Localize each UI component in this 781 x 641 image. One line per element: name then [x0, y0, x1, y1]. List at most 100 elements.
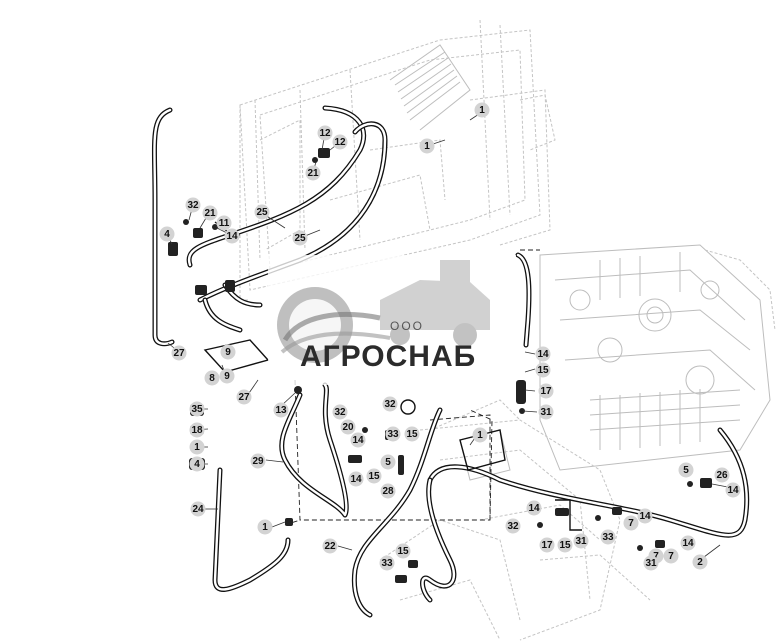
callout-35: 35 [189, 401, 205, 417]
bolt-5-right [687, 481, 693, 487]
callout-31: 31 [538, 404, 554, 420]
callout-number: 14 [639, 511, 651, 522]
fitting-hose-end-b [225, 280, 235, 292]
callout-number: 15 [368, 471, 380, 482]
hose-29 [279, 382, 349, 518]
callout-33: 33 [385, 426, 401, 442]
callout-number: 7 [628, 518, 634, 529]
clamp-7-b [655, 540, 665, 548]
pipe-14-right [515, 252, 532, 348]
callout-bubble [535, 346, 551, 362]
callout-bubble [539, 537, 555, 553]
callout-7: 7 [623, 515, 639, 531]
callout-number: 20 [342, 422, 354, 433]
callout-number: 15 [559, 540, 571, 551]
clamp-21 [193, 228, 203, 238]
callout-20: 20 [340, 419, 356, 435]
bolt-21-top [312, 157, 318, 163]
callout-bubble [292, 230, 308, 246]
callout-bubble [171, 345, 187, 361]
callout-12: 12 [317, 125, 333, 141]
clamp-12 [318, 148, 330, 158]
callout-bubble [680, 535, 696, 551]
callout-32: 32 [185, 197, 201, 213]
bolt-32 [183, 219, 189, 225]
callout-bubble [189, 401, 205, 417]
bolt-31-top [519, 408, 525, 414]
callout-7: 7 [663, 548, 679, 564]
callout-17: 17 [539, 537, 555, 553]
callout-18: 18 [189, 422, 205, 438]
callout-number: 1 [262, 522, 268, 533]
callout-number: 27 [238, 392, 250, 403]
callout-number: 31 [645, 558, 657, 569]
callout-21: 21 [202, 205, 218, 221]
callout-15: 15 [404, 426, 420, 442]
clamp-14-15 [348, 455, 362, 463]
callout-4: 4 [159, 226, 175, 242]
callout-bubble [474, 102, 490, 118]
callout-9: 9 [220, 344, 236, 360]
callout-number: 17 [541, 540, 553, 551]
callout-bubble [526, 500, 542, 516]
callout-number: 14 [682, 538, 694, 549]
callout-26: 26 [714, 467, 730, 483]
callout-bubble [623, 515, 639, 531]
callout-14: 14 [637, 508, 653, 524]
callout-bubble [557, 537, 573, 553]
hose-2-long [427, 427, 750, 538]
gear-icon [277, 287, 391, 363]
brand-name-text: АГРОСНАБ [300, 340, 476, 373]
callout-12: 12 [332, 134, 348, 150]
callout-number: 8 [209, 373, 215, 384]
callout-bubble [350, 432, 366, 448]
callout-bubble [189, 456, 205, 472]
callout-number: 5 [385, 457, 391, 468]
callout-bubble [317, 125, 333, 141]
nut-11 [212, 224, 218, 230]
callout-number: 25 [256, 207, 268, 218]
callout-bubble [535, 362, 551, 378]
fitting-13 [294, 386, 302, 394]
clamp-15-lower [555, 508, 569, 516]
callout-15: 15 [366, 468, 382, 484]
callout-bubble [254, 204, 270, 220]
bracket-17 [555, 499, 582, 531]
callout-bubble [385, 426, 401, 442]
callout-bubble [189, 439, 205, 455]
callout-17: 17 [538, 383, 554, 399]
engine-ghost [539, 244, 776, 471]
callout-32: 32 [332, 404, 348, 420]
callout-24: 24 [190, 501, 206, 517]
callout-bubble [472, 427, 488, 443]
callout-11: 11 [216, 215, 232, 231]
callout-number: 13 [275, 405, 287, 416]
clamp-33-bottom [395, 575, 407, 583]
chassis-ghost [379, 399, 651, 641]
callout-2: 2 [692, 554, 708, 570]
callout-8: 8 [204, 370, 220, 386]
callout-number: 26 [716, 470, 728, 481]
callout-number: 32 [384, 399, 396, 410]
callout-bubble [332, 134, 348, 150]
fitting-hose-end-a [195, 285, 207, 295]
callout-27: 27 [236, 389, 252, 405]
callout-number: 18 [191, 425, 203, 436]
fitting-4-left [168, 242, 178, 256]
bolt-32-lower [537, 522, 543, 528]
clamp-26 [700, 478, 712, 488]
callout-bubble [366, 468, 382, 484]
callout-1: 1 [419, 138, 435, 154]
callout-number: 27 [173, 348, 185, 359]
callout-22: 22 [322, 538, 338, 554]
callout-bubble [404, 426, 420, 442]
callout-bubble [322, 538, 338, 554]
callout-bubble [257, 519, 273, 535]
callout-15: 15 [395, 543, 411, 559]
callout-15: 15 [557, 537, 573, 553]
callout-number: 14 [727, 485, 739, 496]
callout-bubble [224, 228, 240, 244]
callout-number: 15 [537, 365, 549, 376]
callout-14: 14 [224, 228, 240, 244]
harvester-icon [380, 260, 490, 347]
